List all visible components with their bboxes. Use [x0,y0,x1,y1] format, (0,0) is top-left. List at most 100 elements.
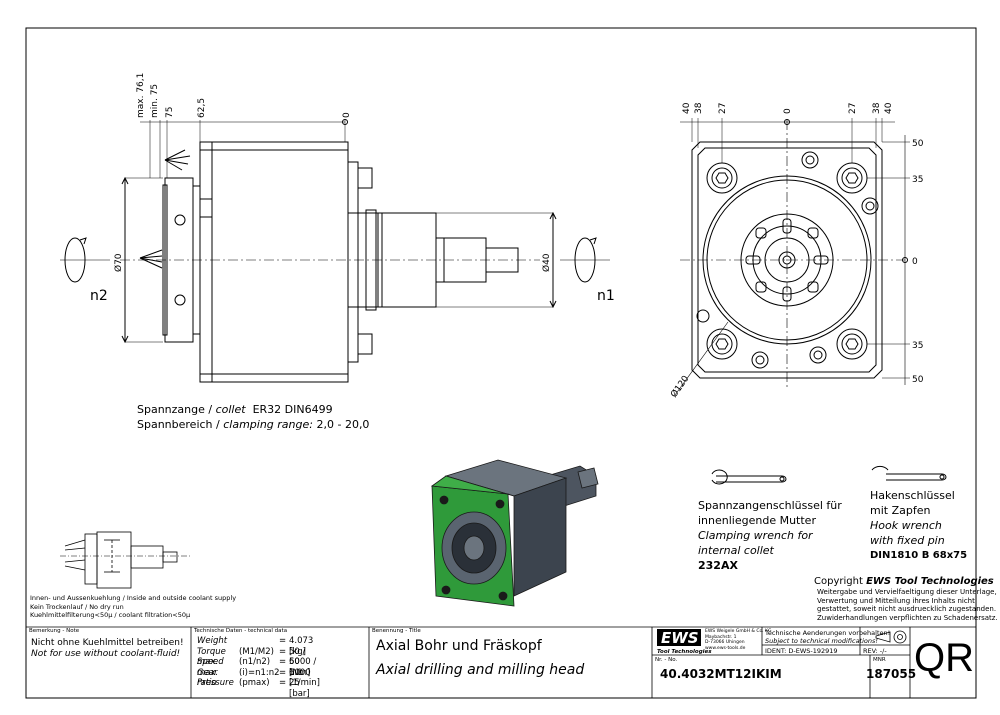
title-en: Axial drilling and milling head [376,662,585,678]
tech-label: Weight [197,636,228,646]
changes-en: Subject to technical modifications! [765,637,878,645]
tech-val: 1:1 [289,667,303,678]
tech-val: 50 / 50 [Nm] [289,646,311,678]
fv-dim-27-l: 27 [718,103,728,114]
fv-dim-0: 0 [783,108,793,114]
copyright-prefix: Copyright [814,576,863,587]
copyright-l3: gestattet, soweit nicht ausdruecklich zu… [817,605,997,613]
fv-dim-35-b: 35 [912,341,923,351]
wrench2-code: DIN1810 B 68x75 [870,550,968,561]
fv-dim-38-r: 38 [872,102,882,114]
mnr-header: MNR [873,657,886,663]
clamping-en: clamping range: [223,418,313,431]
wrench2-en2: with fixed pin [870,534,945,547]
tech-eq: = [279,678,287,688]
title-block-grid [26,626,976,698]
dim-min: min. 75 [150,84,160,118]
collet-spec: ER32 DIN6499 [252,403,333,416]
tech-label: Gear ratio [197,667,218,689]
tech-label: Speed max. [197,657,224,678]
wrench1-de2: innenliegende Mutter [698,514,816,527]
wrench2-en1: Hook wrench [870,519,942,532]
remark-header: Bemerkung - Note [29,628,80,634]
tech-sym: (pmax) [239,678,270,688]
copyright-title: Copyright EWS Tool Technologies [814,576,994,587]
dim-75: 75 [165,107,175,118]
front-view [674,118,910,396]
tech-label: Pressure [197,678,234,688]
tech-eq: = [279,657,287,667]
coolant-notes: Innen- und Aussenkuehlung / Inside and o… [30,594,236,620]
fv-dim-0-r: 0 [912,257,918,267]
tech-label: Torque max. [197,646,226,668]
wrench1-en1: Clamping wrench for [698,529,813,542]
copyright-l1: Weitergabe und Vervielfaeltigung dieser … [817,588,997,596]
rot-n2: n2 [90,288,108,304]
changes-de: Technische Aenderungen vorbehalten! [765,629,891,637]
fv-dim-35-t: 35 [912,175,923,185]
fv-dim-50-b: 50 [912,375,924,385]
sheet-frame [25,27,977,699]
fv-dim-50-t: 50 [912,139,924,149]
remark-de: Nicht ohne Kuehlmittel betreiben! [31,638,184,648]
wrench2-de2: mit Zapfen [870,504,931,517]
ews-logo-sub: Tool Technologies [657,649,712,655]
mnr-number: 187055 [866,667,917,681]
nr-header: Nr. - No. [655,657,678,663]
coolant-note-2: Kein Trockenlauf / No dry run [30,602,124,611]
company-l2: Maybachstr. 1 [705,634,737,640]
ews-logo: EWS Tool Technologies [657,629,712,655]
tech-sym: (M1/M2) [239,646,274,657]
rot-n1: n1 [597,288,615,304]
tech-eq: = [279,646,287,657]
tech-val: 4.073 [kg] [289,636,314,657]
front-view-labels: 40 38 27 0 27 38 40 50 35 0 35 50 Ø120 [668,102,923,399]
ident: IDENT: D-EWS-192919 [765,647,838,655]
isometric-view [430,459,599,607]
dim-62-5: 62,5 [197,98,207,118]
side-view [60,119,610,383]
collet-line-2: Spannbereich / clamping range: 2,0 - 20,… [137,418,369,431]
tech-eq: = [279,667,287,678]
copyright-lines: Weitergabe und Vervielfaeltigung dieser … [817,588,998,622]
dim-max: max. 76,1 [136,73,146,118]
coolant-note-1: Innen- und Aussenkuehlung / Inside and o… [30,594,237,602]
wrench2-de1: Hakenschlüssel [870,489,955,502]
dia-40: Ø40 [541,253,552,272]
wrench2-text: Hakenschlüssel mit Zapfen Hook wrench wi… [870,488,967,563]
wrench1-de1: Spannzangenschlüssel für [698,499,842,512]
copyright-brand: EWS Tool Technologies [866,576,994,587]
tech-val: 25 [bar] [289,678,310,699]
copyright-l4: Zuwiderhandlungen verpflichten zu Schade… [817,613,998,622]
company-l4: www.ews-tools.de [705,645,746,651]
coolant-schematic [60,531,190,589]
part-number: 40.4032MT12IKIM [660,667,782,681]
dia-70: Ø70 [113,253,124,272]
fv-dim-40-l: 40 [682,102,692,114]
clamping-de: Spannbereich / [137,418,220,431]
wrench1-code: 232AX [698,559,738,572]
copyright-l2: Verwertung und Mitteilung ihres Inhalts … [817,596,975,605]
collet-en: collet [215,403,246,416]
ews-logo-text: EWS [661,629,699,647]
side-view-labels: max. 76,1 min. 75 75 62,5 0 Ø70 Ø40 n2 n… [90,73,615,304]
coolant-note-3: Kuehlmittelfilterung<50µ / coolant filtr… [30,611,191,619]
title-de: Axial Bohr und Fräskopf [376,638,542,654]
qr-label: QR [914,636,974,680]
company-address: EWS Weigele GmbH & Co. KG Maybachstr. 1 … [705,629,771,651]
wrench1-text: Spannzangenschlüssel für innenliegende M… [698,498,842,573]
fv-dim-40-r: 40 [884,102,894,114]
tech-sym: (n1/n2) [239,657,271,667]
remark-en: Not for use without coolant-fluid! [31,649,181,659]
company-l3: D-73066 Uhingen [705,640,745,645]
collet-line-1: Spannzange / collet ER32 DIN6499 [137,403,333,416]
clamping-val: 2,0 - 20,0 [316,418,370,431]
fv-dim-27-r: 27 [848,103,858,114]
tech-val: 6000 / 6000 [1/min] [289,657,320,688]
tech-header: Technische Daten - technical data [194,628,288,634]
collet-de: Spannzange / [137,403,213,416]
company-l1: EWS Weigele GmbH & Co. KG [705,629,772,634]
wrench1-en2: internal collet [698,544,774,557]
rev: REV: -/- [863,647,887,655]
